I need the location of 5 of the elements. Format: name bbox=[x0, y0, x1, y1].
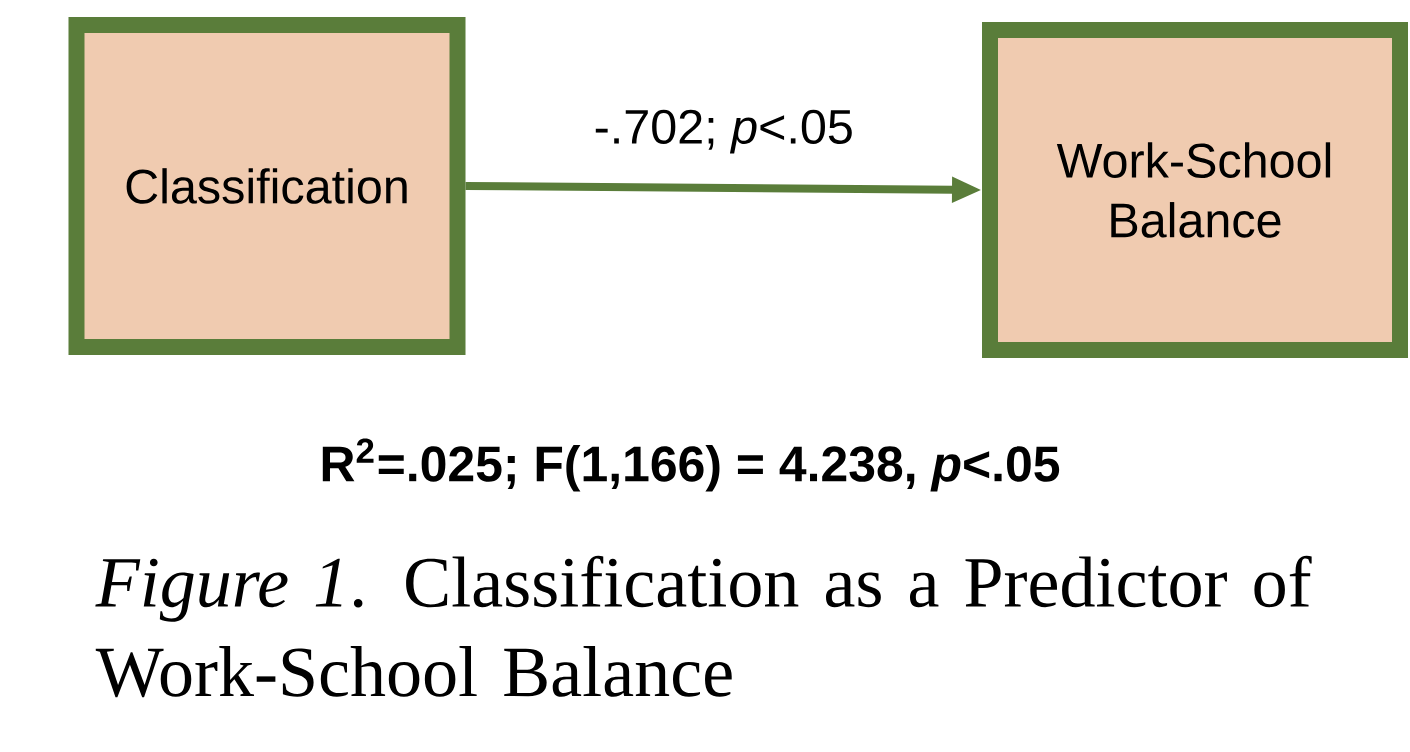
variable-box: Work-School Balance bbox=[982, 22, 1408, 358]
figure-caption: Figure 1. Classification as a Predictor of Work-School Balance bbox=[95, 555, 1312, 698]
variable-box: Classification bbox=[68, 17, 466, 355]
statistics-text: R$^{2}$=.025; F(1,166) = 4.238, p<.05 bbox=[322, 438, 1060, 492]
edge-label: -.702; p<.05 bbox=[595, 109, 852, 154]
